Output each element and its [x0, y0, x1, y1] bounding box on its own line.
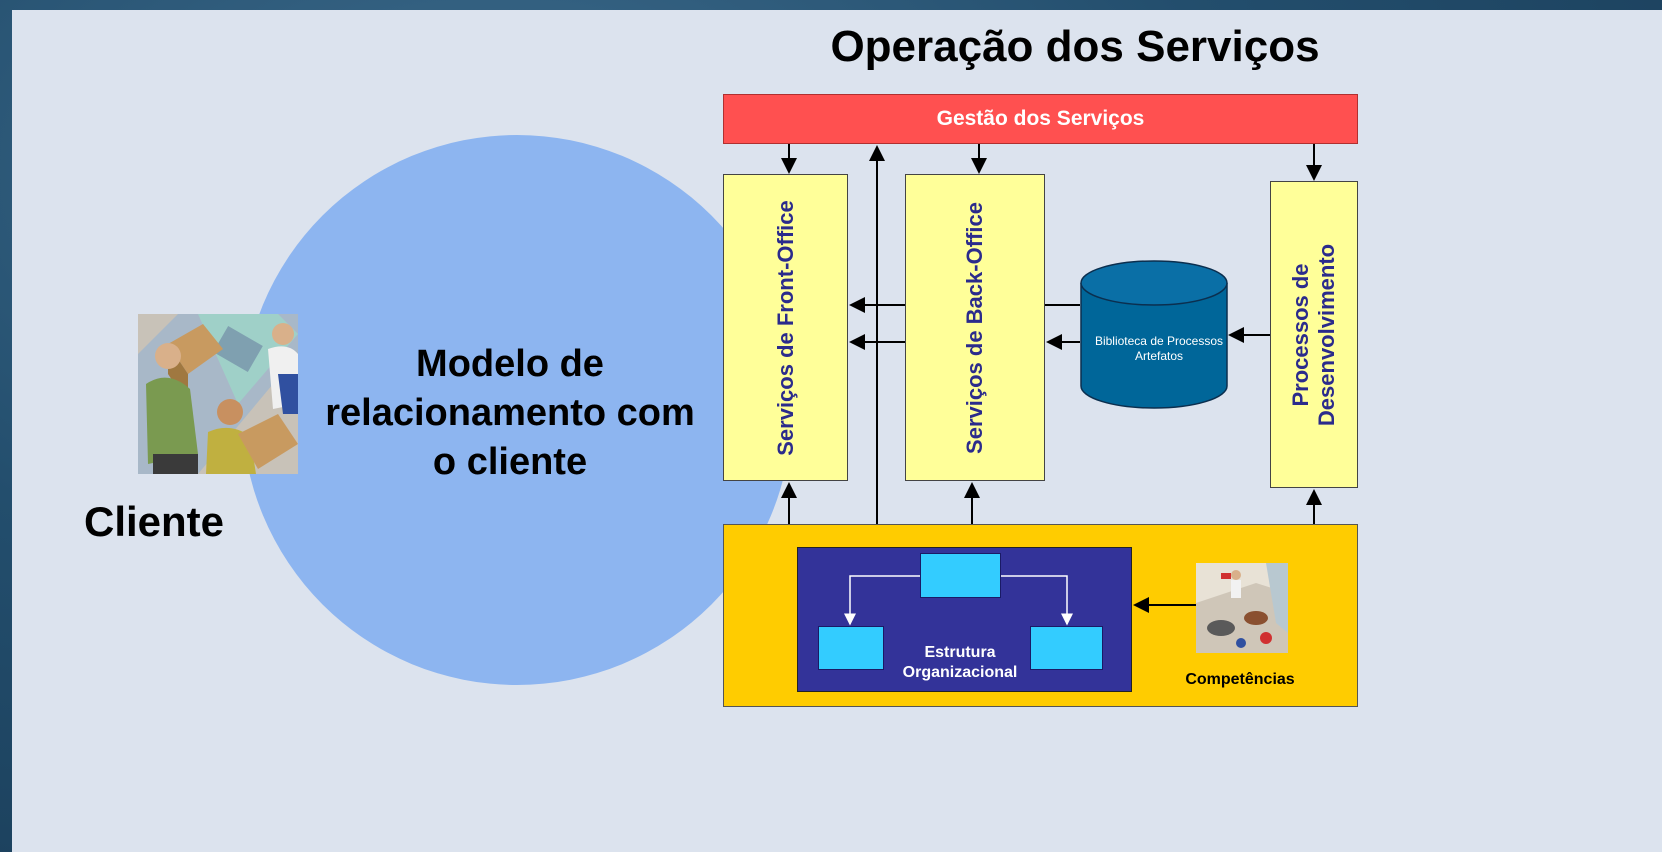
org-label-line-2: Organizacional — [902, 664, 1018, 681]
org-top-box — [920, 553, 1001, 598]
page-title: Operação dos Serviços — [830, 22, 1320, 71]
back-office-box: Serviços de Back-Office — [905, 174, 1045, 481]
front-office-box: Serviços de Front-Office — [723, 174, 848, 481]
team-office-clipart — [1196, 563, 1288, 653]
circle-label-line-2: relacionamento com — [325, 392, 695, 434]
processos-box: Processos de Desenvolvimento — [1270, 181, 1358, 488]
competencias-label: Competências — [1185, 671, 1295, 688]
org-structure-label: Estrutura Organizacional — [870, 643, 1050, 683]
circle-label-line-3: o cliente — [432, 441, 588, 483]
gestao-servicos-box: Gestão dos Serviços — [723, 94, 1358, 144]
people-packages-clipart — [138, 314, 298, 474]
gestao-servicos-label: Gestão dos Serviços — [936, 107, 1145, 130]
org-left-box — [818, 626, 884, 670]
org-connector-right — [1001, 575, 1073, 626]
process-library-line-2: Artefatos — [1134, 349, 1184, 363]
relationship-circle — [242, 135, 792, 685]
process-library-cylinder — [1080, 260, 1228, 409]
process-library-line-1: Biblioteca de Processos — [1094, 334, 1224, 348]
client-label: Cliente — [84, 498, 225, 545]
circle-label-line-1: Modelo de — [416, 343, 604, 385]
process-library-label: Biblioteca de Processos Artefatos — [1086, 334, 1232, 364]
circle-label: Modelo de relacionamento com o cliente — [300, 340, 720, 487]
org-connector-left — [844, 575, 920, 626]
org-right-box — [1030, 626, 1103, 670]
org-label-line-1: Estrutura — [924, 644, 996, 661]
